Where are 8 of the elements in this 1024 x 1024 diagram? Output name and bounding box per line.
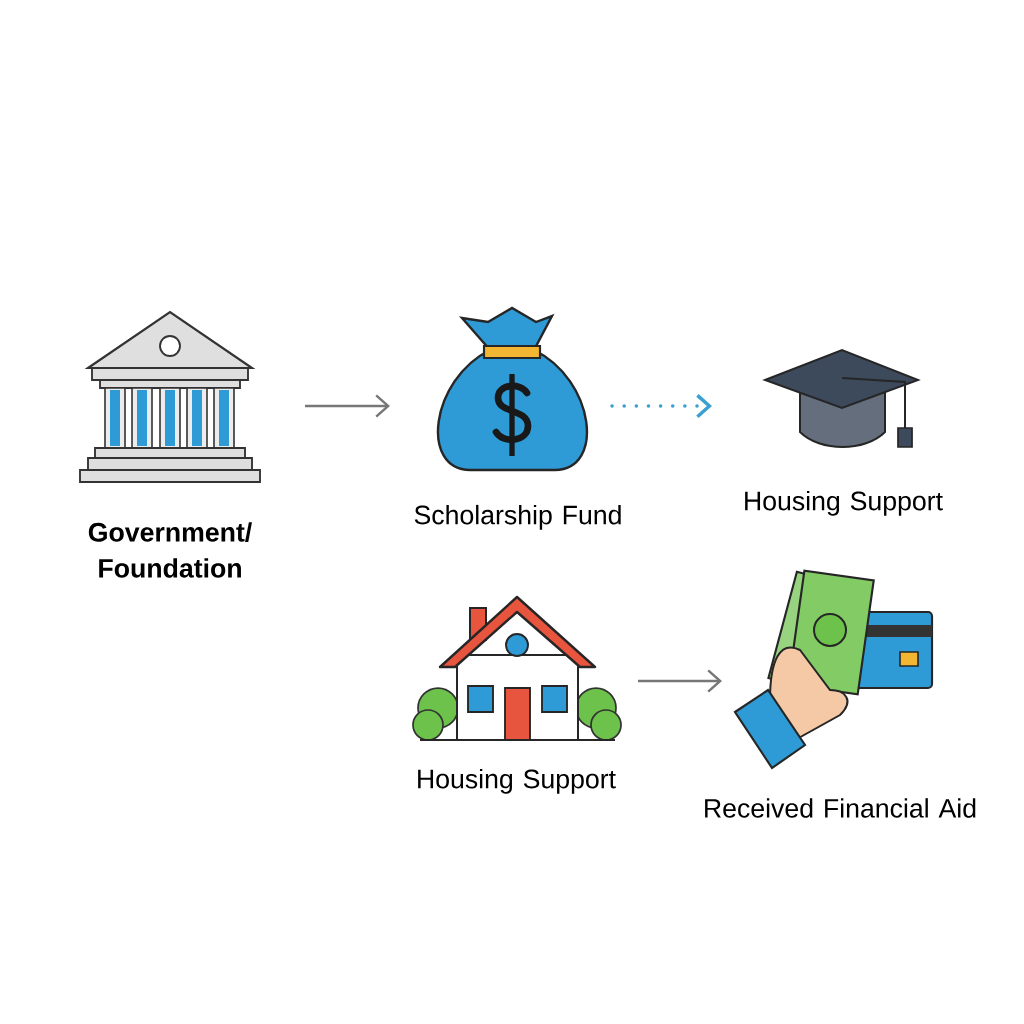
arrow bbox=[610, 394, 712, 418]
arrow bbox=[305, 394, 390, 418]
node-label: Government/ Foundation bbox=[88, 522, 252, 578]
arrow bbox=[638, 669, 722, 693]
node-label: Housing Support bbox=[745, 490, 943, 516]
node-label: Scholarship Fund bbox=[414, 504, 621, 530]
node-label: Housing Support bbox=[418, 768, 616, 794]
node-label: Received Financial Aid bbox=[705, 798, 976, 818]
